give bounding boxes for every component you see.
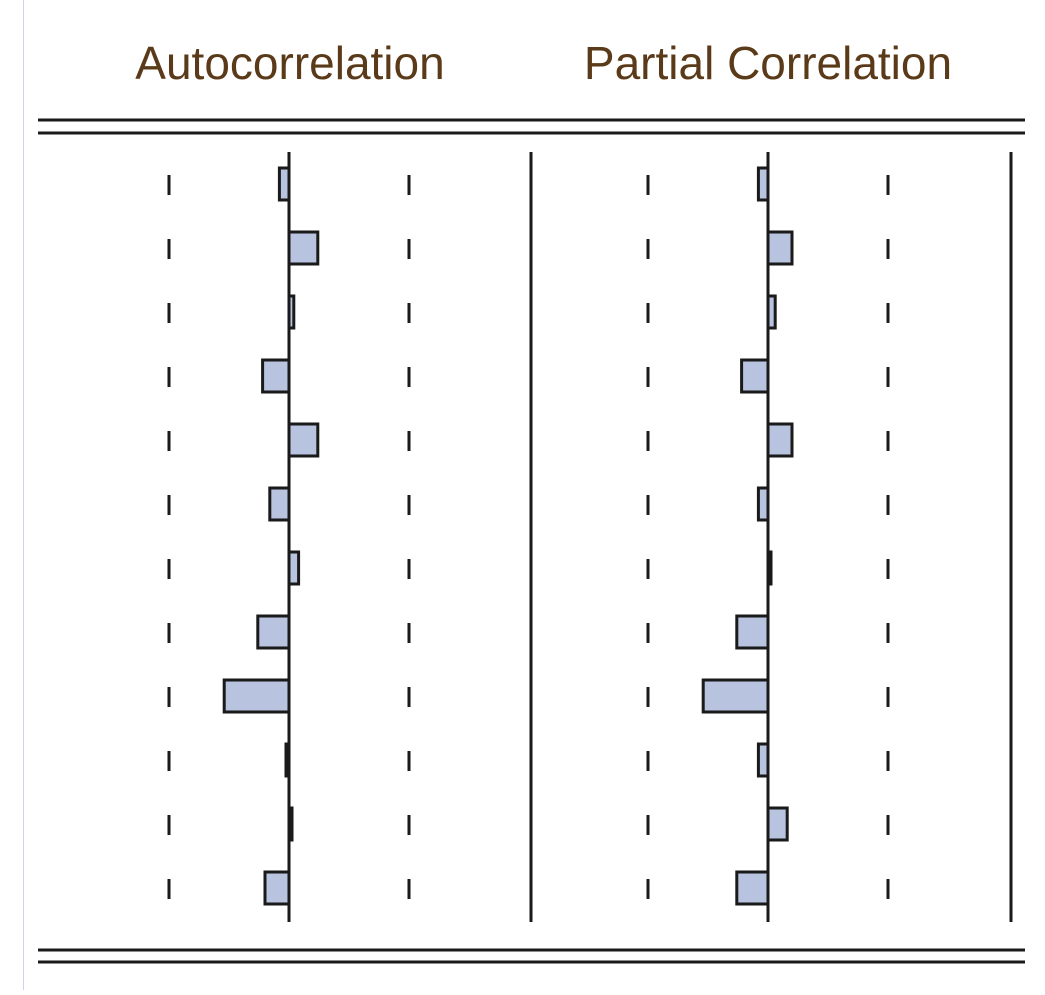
partial-correlation-header: Partial Correlation: [583, 37, 953, 89]
acf-bar-lag-12: [263, 870, 291, 906]
autocorrelation-panel: [167, 152, 411, 922]
pacf-bar-lag-8: [735, 614, 770, 650]
autocorrelation-header: Autocorrelation: [135, 37, 445, 89]
pacf-bar-lag-11: [766, 806, 789, 842]
acf-bar-lag-6: [268, 486, 291, 522]
pacf-bar-lag-5: [766, 422, 794, 458]
acf-bar-lag-9: [222, 678, 291, 714]
acf-bar-lag-2: [287, 230, 320, 266]
pacf-bar-lag-12: [735, 870, 770, 906]
pacf-bar-lag-2: [766, 230, 794, 266]
acf-bar-lag-8: [256, 614, 291, 650]
acf-bar-lag-4: [261, 358, 291, 394]
acf-bar-lag-5: [287, 422, 320, 458]
pacf-bar-lag-4: [740, 358, 770, 394]
pacf-bar-lag-9: [701, 678, 770, 714]
left-border-line: [23, 0, 24, 990]
table-rules: [38, 118, 1025, 964]
partial-correlation-panel: [646, 152, 890, 922]
